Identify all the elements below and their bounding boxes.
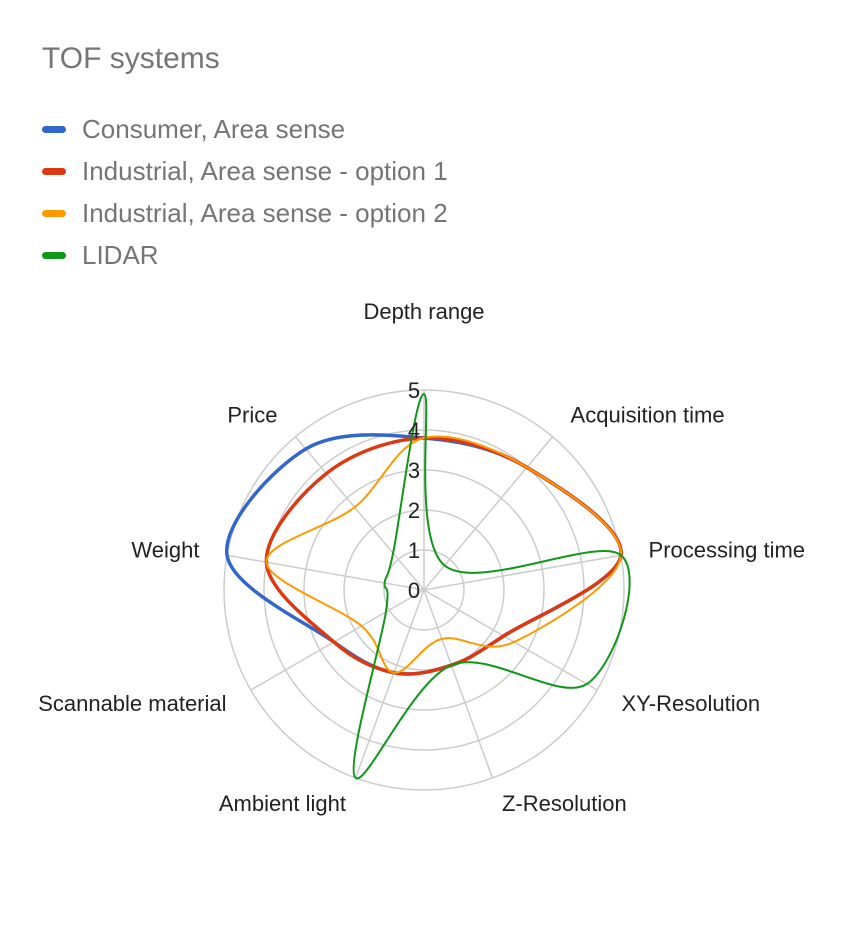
legend-item[interactable]: Industrial, Area sense - option 2 (42, 192, 448, 234)
grid-spoke (423, 589, 598, 691)
legend-label: Consumer, Area sense (82, 113, 346, 144)
chart-title: TOF systems (42, 42, 220, 75)
axis-label: XY-Resolution (621, 691, 760, 716)
series-line (265, 435, 623, 674)
legend-swatch (42, 209, 66, 217)
axis-label: Weight (131, 537, 199, 562)
legend-swatch (42, 167, 66, 175)
radial-tick-label: 2 (408, 498, 420, 523)
axis-label: Price (227, 402, 277, 427)
axis-label: Acquisition time (571, 402, 725, 427)
grid-spoke (423, 436, 554, 591)
radial-tick-label: 4 (408, 418, 420, 443)
grid-spoke (294, 436, 425, 591)
grid-spoke (423, 589, 494, 779)
axis-label: Z-Resolution (502, 791, 627, 816)
legend-item[interactable]: LIDAR (42, 234, 448, 276)
series-line (352, 392, 631, 780)
axis-label: Ambient light (219, 791, 346, 816)
legend-label: Industrial, Area sense - option 2 (82, 197, 448, 228)
legend-swatch (42, 251, 66, 259)
legend-label: Industrial, Area sense - option 1 (82, 155, 448, 186)
legend-item[interactable]: Consumer, Area sense (42, 108, 448, 150)
radial-tick-label: 1 (408, 538, 420, 563)
grid-spoke (354, 589, 425, 779)
axis-label: Scannable material (38, 691, 226, 716)
grid-spoke (423, 554, 622, 591)
axis-label: Processing time (649, 537, 806, 562)
grid-spoke (226, 554, 425, 591)
radial-tick-label: 0 (408, 578, 420, 603)
legend-item[interactable]: Industrial, Area sense - option 1 (42, 150, 448, 192)
axis-label: Depth range (363, 299, 484, 324)
radial-tick-label: 3 (408, 458, 420, 483)
radial-tick-label: 5 (408, 378, 420, 403)
legend-label: LIDAR (82, 239, 159, 270)
legend-swatch (42, 125, 66, 133)
grid-spoke (250, 589, 425, 691)
